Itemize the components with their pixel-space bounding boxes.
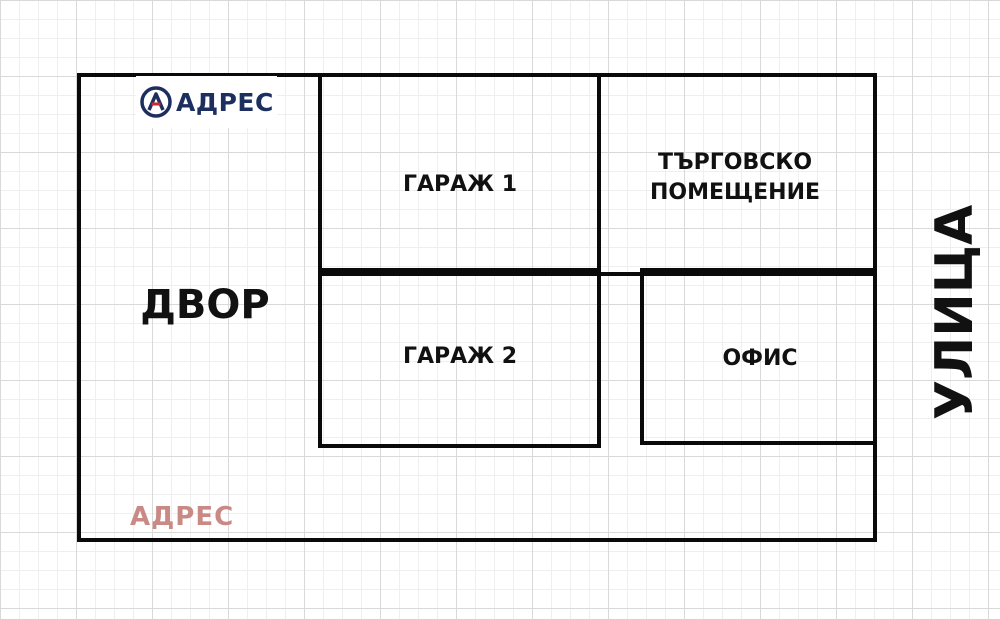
- room-shop: [597, 73, 877, 276]
- watermark: АДРЕС: [130, 502, 235, 532]
- label-shop-line-1: ТЪРГОВСКО: [657, 150, 813, 175]
- room-office: [640, 268, 877, 445]
- label-yard: ДВОР: [140, 282, 270, 328]
- room-garage-2: [318, 268, 601, 448]
- label-shop-line-2: ПОМЕЩЕНИЕ: [649, 180, 821, 205]
- logo-text: АДРЕС: [176, 87, 274, 117]
- label-garage-1: ГАРАЖ 1: [402, 172, 518, 197]
- label-office: ОФИС: [722, 346, 798, 371]
- label-street: УЛИЦА: [925, 204, 985, 420]
- logo-mark-icon: [140, 86, 172, 118]
- label-garage-2: ГАРАЖ 2: [402, 344, 518, 369]
- brand-logo: АДРЕС: [136, 76, 277, 128]
